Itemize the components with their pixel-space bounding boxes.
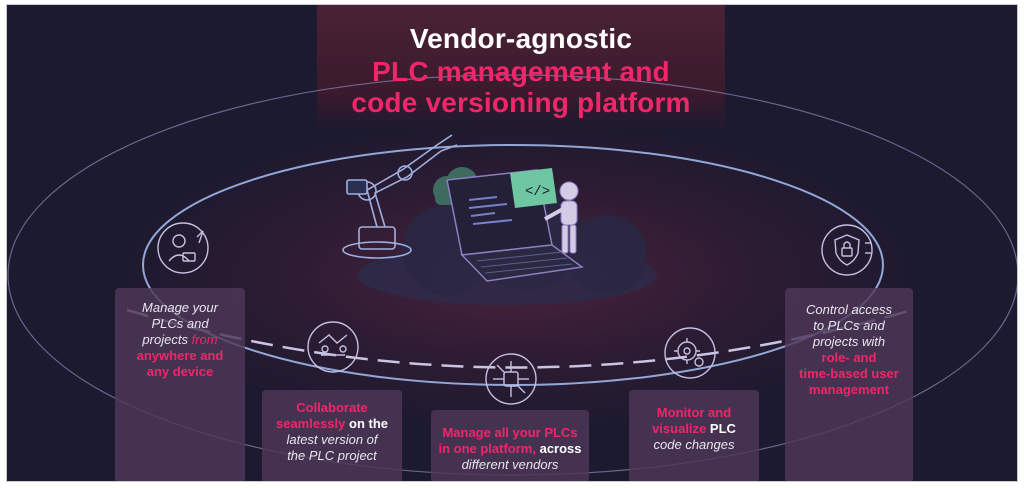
feature-2-line-3: latest version of: [286, 432, 378, 447]
feature-1-line-2: PLCs and: [151, 316, 209, 331]
feature-3-highlight-2: in one platform,: [438, 441, 536, 456]
infographic-frame: </>: [6, 4, 1018, 482]
remote-worker-icon: [157, 222, 209, 274]
feature-3-highlight-1: Manage all your PLCs: [442, 425, 578, 440]
feature-1-line-1: Manage your: [142, 300, 218, 315]
feature-card-collaborate: [262, 390, 402, 481]
svg-text:</>: </>: [525, 184, 550, 200]
feature-card-monitor: [629, 390, 759, 481]
humanoid-robot-icon: [544, 181, 579, 254]
feature-2-emphasis: on the: [349, 416, 389, 431]
feature-1-highlight-from: from: [191, 332, 218, 347]
feature-text-access: Control access to PLCs and projects with…: [787, 302, 911, 398]
collaboration-icon: [307, 321, 359, 373]
feature-text-platform: Manage all your PLCs in one platform, ac…: [431, 425, 589, 473]
illustration-scene: </>: [7, 74, 1017, 476]
network-hub-icon: [485, 353, 537, 405]
feature-card-remote: [115, 288, 245, 481]
robot-arm-icon: [342, 134, 458, 259]
feature-text-remote: Manage your PLCs and projects from anywh…: [119, 300, 241, 380]
feature-card-access: [785, 288, 913, 481]
feature-1-highlight-1: anywhere and: [136, 348, 224, 363]
feature-text-collaborate: Collaborate seamlessly on the latest ver…: [262, 400, 402, 464]
title-line-1: Vendor-agnostic: [409, 23, 633, 54]
feature-2-highlight-1: Collaborate: [296, 400, 368, 415]
feature-5-highlight-3: management: [808, 382, 890, 397]
shield-lock-icon: [821, 224, 873, 276]
feature-5-line-2: to PLCs and: [813, 318, 885, 333]
feature-4-line-3: code changes: [653, 437, 735, 452]
inner-ring: [142, 144, 884, 386]
title-line-3: code versioning platform: [351, 87, 691, 118]
feature-5-highlight-2: time-based user: [799, 366, 899, 381]
feature-1-line-3: projects: [142, 332, 188, 347]
feature-2-line-4: the PLC project: [287, 448, 377, 463]
feature-card-platform: [431, 410, 589, 481]
feature-3-line-3: different vendors: [461, 457, 559, 472]
gear-chart-icon: [664, 327, 716, 379]
code-bubble-icon: </>: [510, 168, 557, 208]
title-panel: [317, 5, 725, 131]
feature-5-line-3: projects with: [812, 334, 886, 349]
feature-3-emphasis: across: [539, 441, 582, 456]
feature-4-highlight-2: visualize: [652, 421, 707, 436]
feature-5-highlight-1: role- and: [821, 350, 877, 365]
feature-text-monitor: Monitor and visualize PLC code changes: [629, 405, 759, 453]
feature-2-highlight-2: seamlessly: [275, 416, 346, 431]
feature-1-highlight-2: any device: [146, 364, 214, 379]
title-line-2: PLC management and: [372, 56, 670, 87]
feature-5-line-1: Control access: [806, 302, 892, 317]
feature-4-emphasis: PLC: [709, 421, 736, 436]
feature-4-highlight-1: Monitor and: [656, 405, 732, 420]
